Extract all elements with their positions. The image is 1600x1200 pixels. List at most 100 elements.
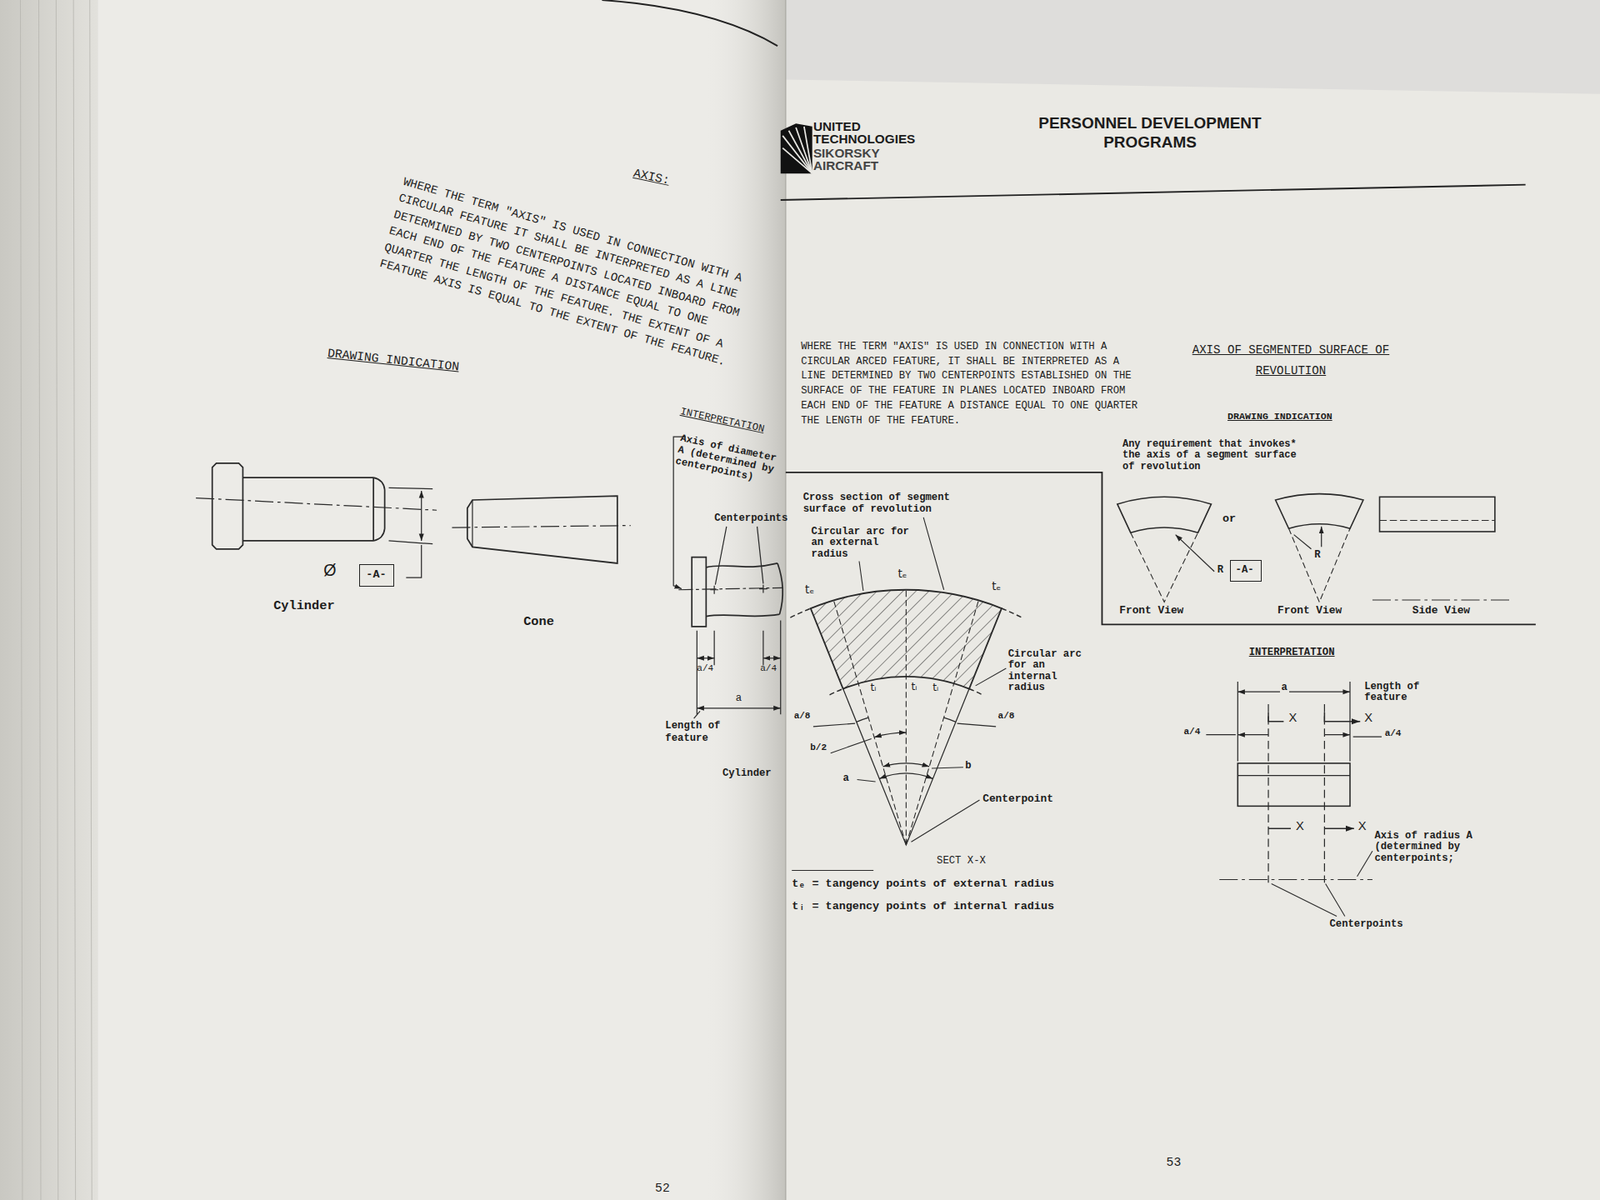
interpretation-drawing	[1357, 850, 1373, 877]
view-caption: Front View	[1119, 604, 1184, 617]
left-drawing	[471, 500, 473, 547]
callout-text: Circular arc for an external radius	[810, 526, 913, 560]
callout-text: Centerpoint	[982, 792, 1054, 805]
page-edges	[20, 0, 92, 1200]
left-drawing	[389, 487, 434, 544]
point-label: tᵢ	[870, 681, 876, 695]
section-heading: DRAWING INDICATION	[326, 346, 460, 375]
section-drawing	[856, 717, 956, 722]
datum-letter: -A-	[1235, 564, 1255, 577]
interpretation-drawing	[1268, 704, 1325, 883]
left-drawing	[212, 463, 244, 550]
section-heading: AXIS OF SEGMENTED SURFACE OF REVOLUTION	[1173, 340, 1409, 383]
radius-symbol: R	[1314, 549, 1320, 562]
indication-drawing	[1380, 520, 1495, 521]
gutter-shadow	[704, 0, 786, 1200]
callout-text: Axis of radius A (determined by centerpo…	[1374, 830, 1487, 865]
dimension: b	[965, 760, 971, 773]
page-edges	[39, 0, 41, 1200]
dimension: a/4	[760, 663, 777, 675]
gutter-line	[785, 0, 786, 1200]
indication-drawing	[1275, 494, 1364, 530]
view-caption: Front View	[1277, 604, 1342, 617]
section-heading: DRAWING INDICATION	[1227, 410, 1333, 423]
interpretation-drawing	[1237, 734, 1350, 735]
company-logo	[780, 123, 813, 174]
section-drawing	[874, 732, 906, 738]
page-edges	[20, 0, 22, 1200]
company-name: SIKORSKY AIRCRAFT	[813, 146, 928, 172]
radius-symbol: R	[1217, 564, 1224, 577]
diameter-symbol: Ø	[323, 560, 336, 581]
indication-drawing	[1130, 532, 1199, 602]
header-rule	[780, 185, 1526, 200]
callout-text: Circular arc for an internal radius	[1008, 649, 1095, 695]
page-number: 53	[1166, 1155, 1182, 1171]
page-title: AXIS:	[631, 166, 671, 189]
point-label: tᵢ	[932, 681, 939, 695]
interpretation-drawing	[1205, 681, 1382, 917]
left-drawing	[405, 545, 421, 578]
section-mark: X	[1295, 819, 1305, 835]
datum-feature-box: -A-	[1230, 560, 1262, 582]
left-drawing	[715, 526, 764, 585]
view-caption: Cylinder	[273, 598, 335, 614]
dimension: b/2	[810, 742, 827, 754]
interpretation-drawing	[1205, 735, 1382, 737]
left-drawing	[420, 490, 422, 541]
left-drawing	[696, 657, 715, 659]
dimension: a/4	[696, 663, 714, 675]
section-mark: X	[1358, 819, 1367, 835]
left-drawing	[694, 710, 700, 719]
dimension: a/8	[998, 710, 1015, 722]
view-caption: Side View	[1412, 604, 1470, 617]
interpretation-drawing	[1237, 691, 1350, 693]
left-drawing	[451, 525, 630, 528]
point-label: tₑ	[991, 580, 1001, 594]
section-heading: INTERPRETATION	[679, 405, 766, 436]
page-stack	[0, 0, 99, 1200]
dimension: a/4	[1183, 726, 1200, 738]
company-logo	[782, 126, 813, 174]
indication-drawing	[1175, 535, 1215, 572]
section-drawing	[879, 773, 933, 779]
interpretation-drawing	[1219, 879, 1373, 880]
interpretation-drawing	[1237, 763, 1350, 806]
dimension: a/8	[794, 710, 811, 722]
left-drawing	[195, 436, 783, 719]
callout-text: Centerpoints	[714, 512, 788, 525]
indication-drawing	[1380, 496, 1495, 532]
indication-drawing	[1294, 535, 1312, 550]
indication-drawing	[1117, 496, 1212, 533]
company-name: UNITED TECHNOLOGIES	[813, 120, 928, 145]
left-drawing	[696, 707, 780, 709]
dimension: a/4	[1385, 728, 1402, 740]
company-logo	[782, 135, 813, 174]
section-drawing	[791, 870, 874, 871]
left-page	[98, 0, 786, 1200]
interpretation-drawing	[1268, 712, 1360, 722]
symbol-key: tᵢ = tangency points of internal radius	[791, 900, 1055, 914]
indication-drawing	[1372, 599, 1510, 600]
point-label: tₑ	[805, 583, 815, 597]
datum-feature-box: -A-	[359, 564, 395, 587]
callout-text: Length of feature	[665, 720, 726, 744]
callout-text: Axis of diameter A (determined by center…	[674, 432, 782, 489]
left-drawing	[242, 477, 385, 541]
section-mark: X	[1364, 710, 1373, 726]
view-caption: Cylinder	[722, 767, 772, 780]
left-drawing	[467, 495, 618, 564]
left-drawing	[710, 585, 768, 595]
callout-text: Centerpoints	[1330, 918, 1404, 931]
left-drawing	[691, 557, 706, 627]
indication-drawing	[1289, 528, 1350, 602]
left-drawing	[696, 620, 780, 715]
section-drawing	[883, 763, 930, 767]
company-logo	[804, 126, 813, 174]
section-mark: X	[1289, 710, 1298, 726]
callout-text: Length of feature	[1364, 681, 1446, 705]
section-drawing	[790, 517, 1022, 871]
section-drawing	[833, 590, 979, 845]
